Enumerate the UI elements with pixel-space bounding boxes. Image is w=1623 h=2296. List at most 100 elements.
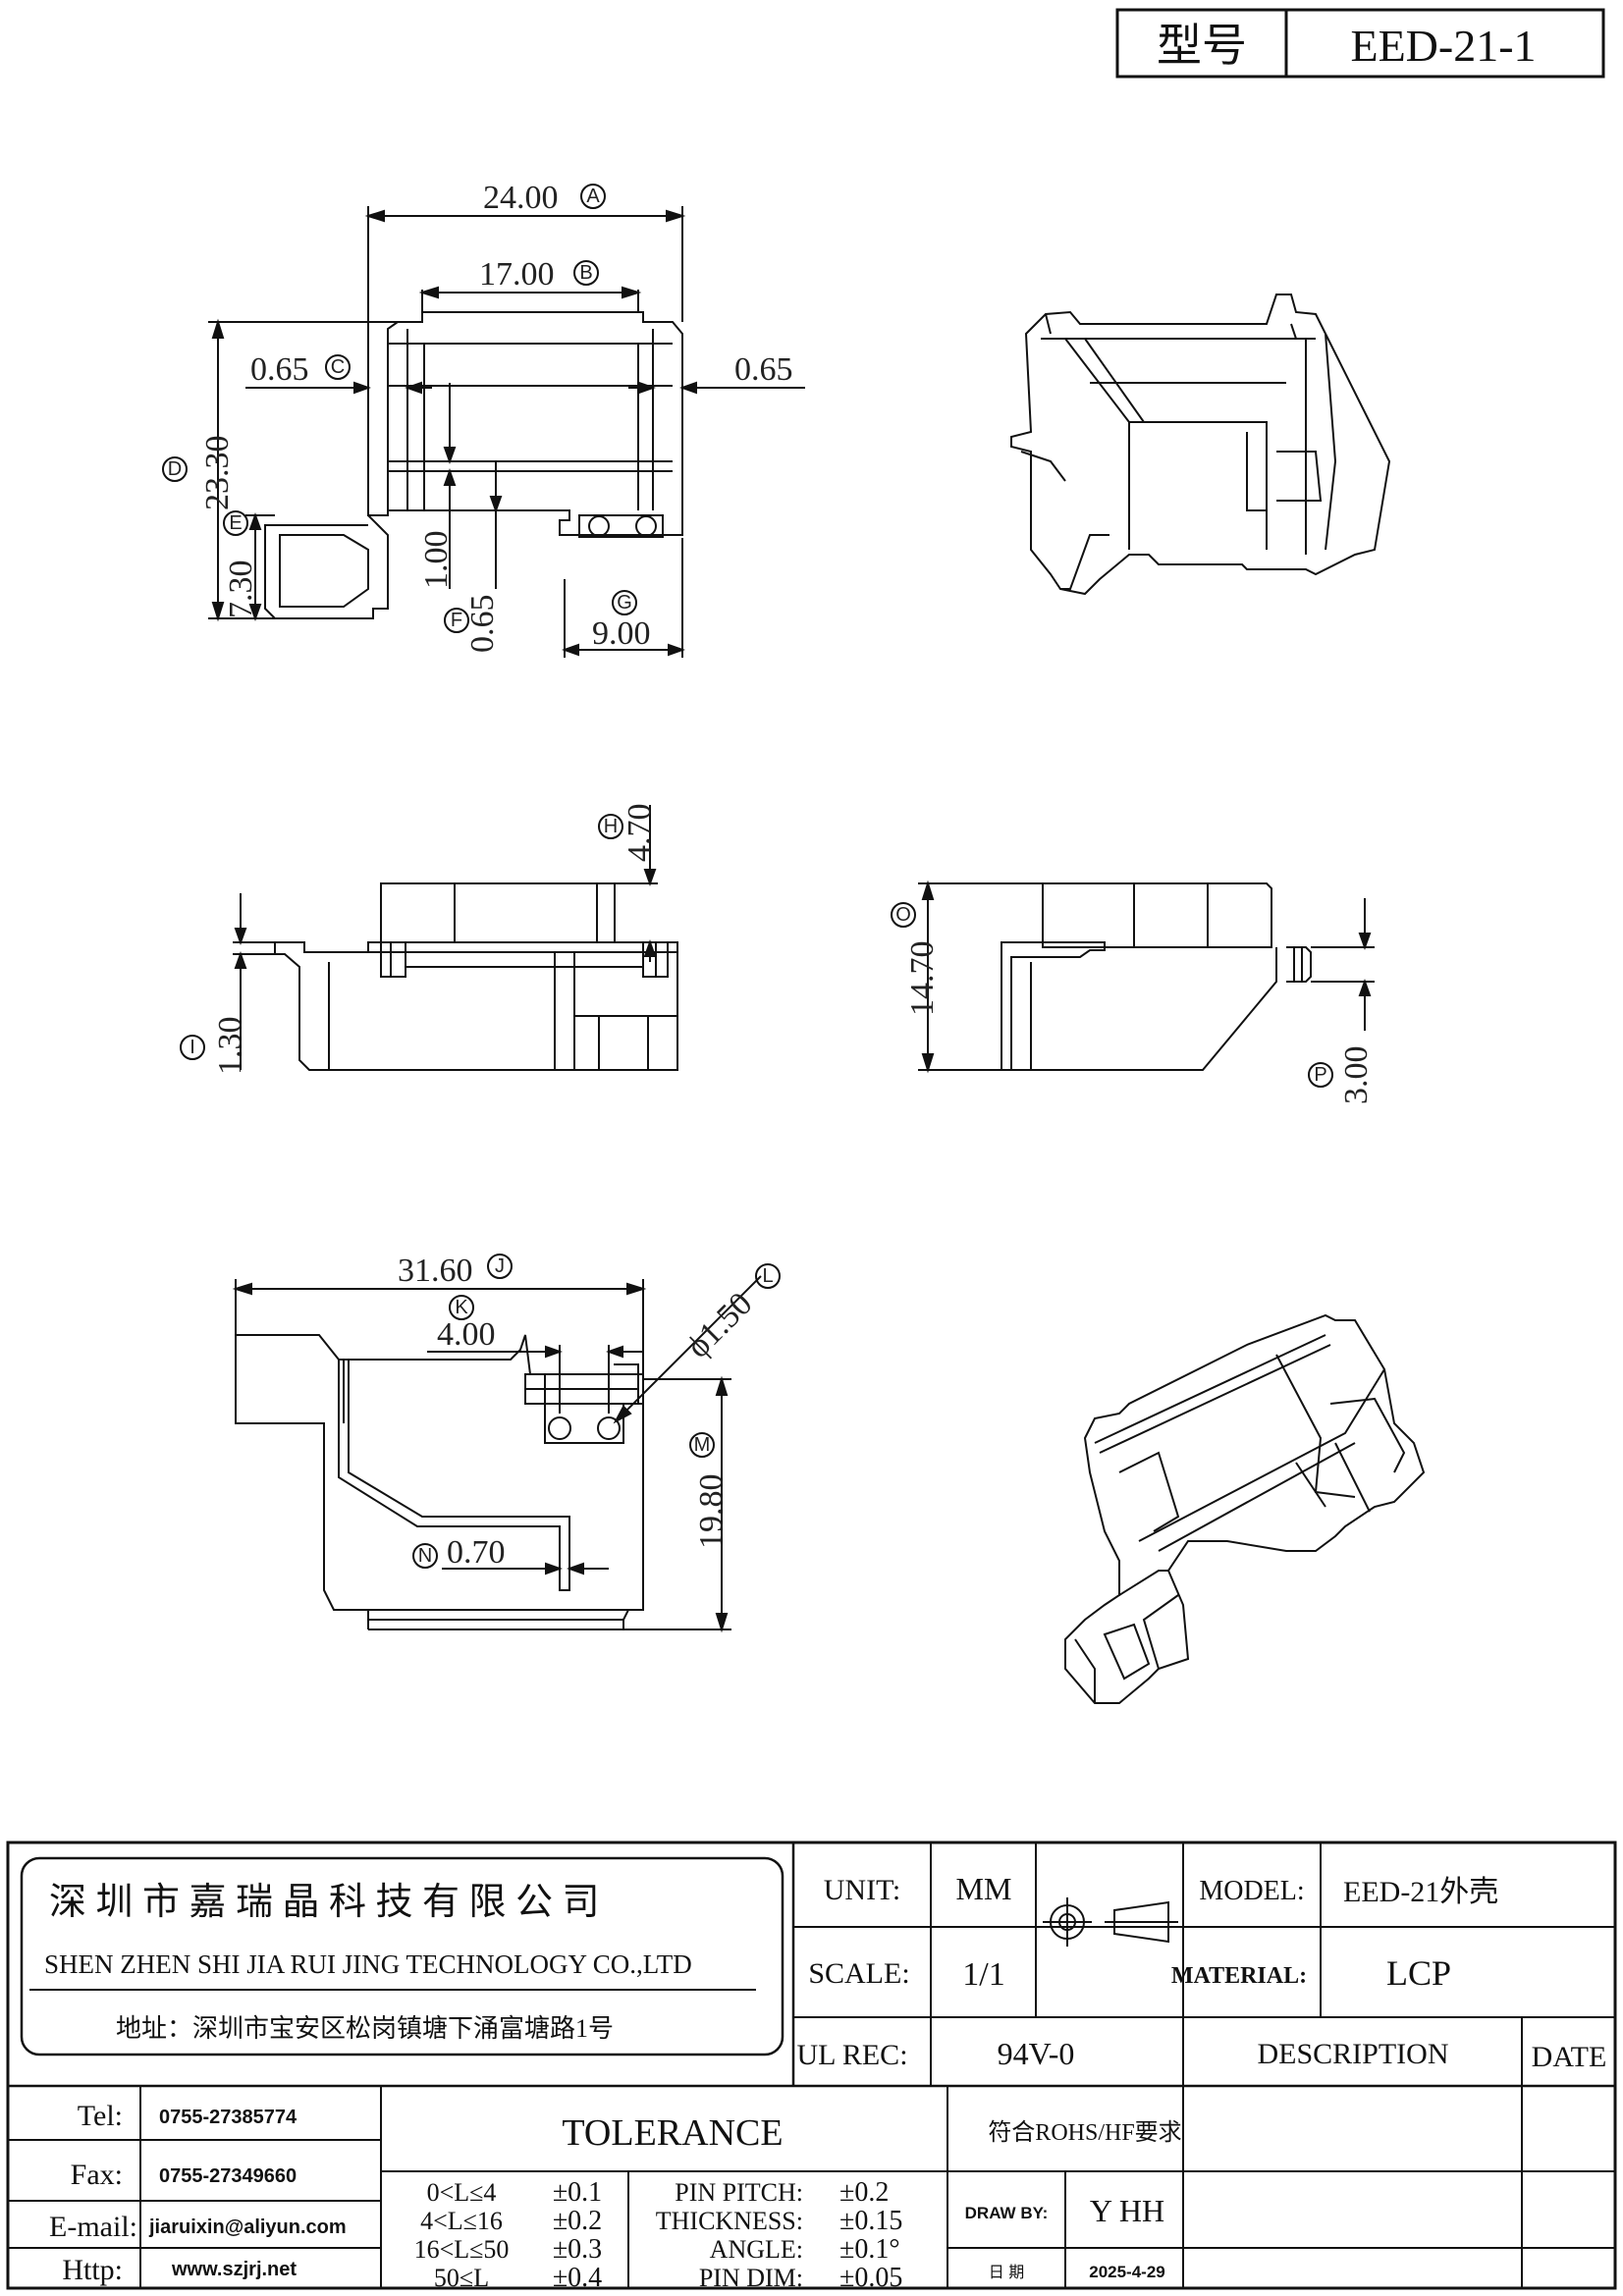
- tolerance-value-2: ±0.2: [553, 2206, 602, 2236]
- dim-f-inner-value: 1.00: [418, 531, 455, 590]
- dim-p-value: 3.00: [1338, 1046, 1375, 1105]
- description-label: DESCRIPTION: [1257, 2038, 1448, 2070]
- side-view: [274, 882, 678, 1071]
- bottom-view: [235, 1334, 644, 1630]
- model-header-value: EED-21-1: [1350, 21, 1536, 71]
- dim-d: 23.30 D: [162, 318, 412, 622]
- email-label: E-mail:: [49, 2211, 137, 2243]
- spec-label-pin-dim: PIN DIM:: [699, 2264, 803, 2292]
- company-name-cn: 深 圳 市 嘉 瑞 晶 科 技 有 限 公 司: [49, 1882, 600, 1923]
- spec-value-pin-dim: ±0.05: [839, 2263, 902, 2293]
- dim-b: 17.00 B: [418, 256, 642, 299]
- dim-g: 9.00 G: [562, 538, 685, 658]
- dim-p-letter: P: [1314, 1064, 1326, 1086]
- dim-e-letter: E: [229, 512, 242, 534]
- title-block: 深 圳 市 嘉 瑞 晶 科 技 有 限 公 司 SHEN ZHEN SHI JI…: [6, 1841, 1617, 2293]
- dim-c-value: 0.65: [250, 351, 309, 388]
- scale-value: 1/1: [962, 1956, 1004, 1993]
- model-value: EED-21外壳: [1343, 1876, 1498, 1908]
- ul-rec-label: UL REC:: [796, 2039, 907, 2071]
- dim-c-right-value: 0.65: [734, 351, 793, 388]
- dim-c-letter: C: [331, 356, 345, 378]
- model-header-label: 型号: [1157, 21, 1247, 71]
- rohs-note: 符合ROHS/HF要求: [988, 2119, 1181, 2146]
- dim-l-value: ϕ1.50: [679, 1286, 759, 1365]
- material-label: MATERIAL:: [1171, 1963, 1307, 1989]
- tolerance-range-3: 16<L≤50: [414, 2235, 510, 2264]
- dim-o-letter: O: [895, 904, 911, 926]
- dim-n: 0.70 N: [412, 1534, 609, 1575]
- isometric-view-2: [1064, 1313, 1426, 1704]
- dim-f-letter: F: [451, 610, 462, 631]
- dim-k: 4.00 K: [427, 1295, 643, 1414]
- right-side-view: [1001, 882, 1312, 1071]
- dim-j-value: 31.60: [398, 1253, 473, 1289]
- dim-j-letter: J: [495, 1255, 505, 1277]
- company-name-en: SHEN ZHEN SHI JIA RUI JING TECHNOLOGY CO…: [44, 1949, 692, 1979]
- dim-b-value: 17.00: [479, 256, 555, 293]
- tolerance-range-4: 50≤L: [434, 2264, 489, 2292]
- fax-label: Fax:: [71, 2159, 123, 2191]
- dim-d-letter: D: [168, 458, 182, 480]
- unit-value: MM: [956, 1871, 1012, 1906]
- dim-h-letter: H: [604, 816, 618, 837]
- dim-h-value: 4.70: [622, 804, 658, 863]
- tel-label: Tel:: [78, 2100, 123, 2132]
- dim-k-value: 4.00: [437, 1316, 496, 1353]
- email-value: jiaruixin@aliyun.com: [148, 2216, 347, 2238]
- dim-a-value: 24.00: [483, 180, 559, 216]
- dim-i: 1.30 I: [180, 893, 275, 1075]
- dim-c-right: 0.65: [628, 351, 805, 395]
- dim-a-letter: A: [586, 186, 600, 207]
- tolerance-range-1: 0<L≤4: [427, 2178, 497, 2207]
- tolerance-range-2: 4<L≤16: [420, 2207, 503, 2235]
- model-header: 型号 EED-21-1: [1115, 8, 1605, 79]
- tolerance-value-3: ±0.3: [553, 2234, 602, 2265]
- draw-by-value: Y HH: [1090, 2193, 1164, 2228]
- tolerance-title: TOLERANCE: [562, 2112, 783, 2154]
- material-value: LCP: [1386, 1953, 1451, 1993]
- spec-value-thickness: ±0.15: [839, 2206, 902, 2236]
- dim-c: 0.65 C: [245, 351, 432, 395]
- tolerance-symbol-icon: [1043, 1897, 1178, 1947]
- dim-n-value: 0.70: [447, 1534, 506, 1571]
- dim-f-value: 0.65: [464, 595, 501, 654]
- spec-label-thickness: THICKNESS:: [656, 2207, 803, 2235]
- dim-m-value: 19.80: [693, 1474, 730, 1550]
- dim-e-value: 7.30: [223, 561, 259, 619]
- tolerance-value-1: ±0.1: [553, 2177, 602, 2208]
- tel-value: 0755-27385774: [159, 2107, 298, 2128]
- dim-d-value: 23.30: [199, 436, 236, 511]
- fax-value: 0755-27349660: [159, 2165, 297, 2187]
- spec-label-pin-pitch: PIN PITCH:: [675, 2178, 803, 2207]
- dim-e: 7.30 E: [223, 510, 275, 621]
- unit-label: UNIT:: [824, 1874, 901, 1906]
- tolerance-value-4: ±0.4: [553, 2263, 602, 2293]
- dim-g-letter: G: [617, 592, 632, 614]
- http-label: Http:: [62, 2254, 123, 2286]
- date-label: DATE: [1532, 2041, 1607, 2073]
- dim-l-letter: L: [762, 1265, 773, 1287]
- dim-h: 4.70 H: [598, 804, 658, 962]
- dim-j: 31.60 J: [232, 1253, 647, 1374]
- date-value: 2025-4-29: [1089, 2263, 1165, 2281]
- dim-p: 3.00 P: [1308, 898, 1375, 1105]
- ul-rec-value: 94V-0: [998, 2036, 1075, 2071]
- spec-label-angle: ANGLE:: [710, 2235, 803, 2264]
- dim-b-letter: B: [579, 262, 592, 284]
- dim-n-letter: N: [418, 1545, 432, 1567]
- isometric-view-1: [1010, 294, 1391, 596]
- dim-m-letter: M: [694, 1434, 711, 1456]
- dim-k-letter: K: [455, 1297, 468, 1318]
- draw-by-label: DRAW BY:: [965, 2204, 1049, 2222]
- dim-o-value: 14.70: [904, 941, 941, 1017]
- spec-value-pin-pitch: ±0.2: [839, 2177, 889, 2208]
- dim-g-value: 9.00: [592, 615, 651, 652]
- spec-value-angle: ±0.1°: [839, 2234, 900, 2265]
- dim-m: 19.80 M: [623, 1375, 731, 1633]
- front-view: [264, 290, 683, 619]
- scale-label: SCALE:: [808, 1957, 909, 1990]
- company-address: 地址：深圳市宝安区松岗镇塘下涌富塘路1号: [116, 2014, 614, 2043]
- dim-a: 24.00 A: [364, 180, 686, 368]
